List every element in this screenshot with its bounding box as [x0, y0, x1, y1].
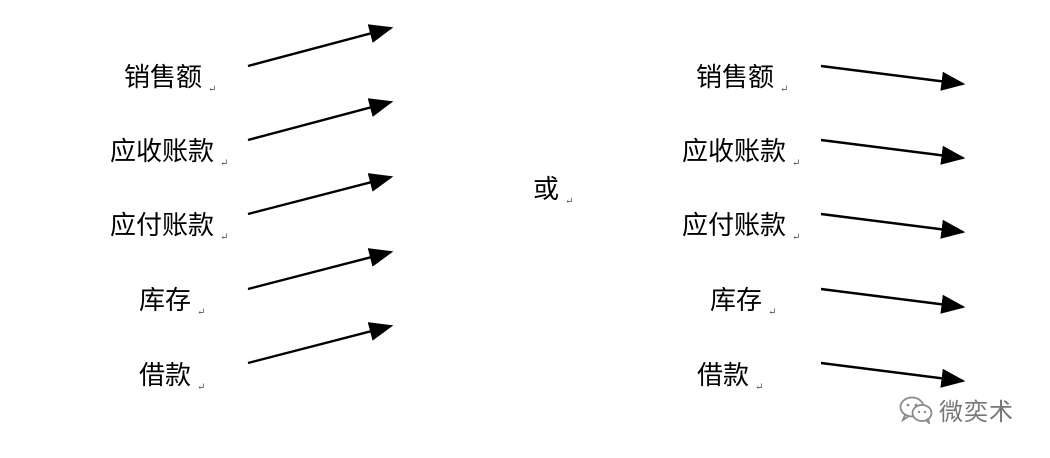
- middle-or-text: 或↵: [533, 175, 574, 207]
- left-arrow-up-4: [247, 248, 394, 291]
- paragraph-mark: ↵: [220, 158, 229, 169]
- right-arrow-down-4: [820, 287, 966, 314]
- paragraph-mark: ↵: [197, 307, 206, 318]
- paragraph-mark: ↵: [755, 382, 764, 393]
- watermark: 微奕术: [899, 392, 1014, 427]
- right-label-receivables: 应收账款↵: [682, 137, 801, 169]
- right-label-loans: 借款↵: [697, 361, 764, 393]
- left-arrow-up-3: [247, 173, 394, 216]
- paragraph-mark: ↵: [792, 232, 801, 243]
- left-label-receivables: 应收账款↵: [110, 137, 229, 169]
- left-label-payables: 应付账款↵: [110, 211, 229, 243]
- paragraph-mark: ↵: [768, 307, 777, 318]
- paragraph-mark: ↵: [565, 196, 574, 207]
- right-arrow-down-5: [820, 361, 966, 388]
- right-label-sales: 销售额↵: [696, 63, 789, 95]
- wechat-icon: [899, 396, 933, 424]
- left-arrow-up-2: [247, 98, 394, 142]
- right-arrow-down-1: [820, 64, 966, 91]
- left-arrow-up-1: [247, 24, 394, 68]
- paragraph-mark: ↵: [208, 84, 217, 95]
- left-label-loans: 借款↵: [139, 361, 206, 393]
- paragraph-mark: ↵: [220, 232, 229, 243]
- paragraph-mark: ↵: [780, 84, 789, 95]
- right-arrow-down-2: [820, 138, 966, 165]
- right-label-inventory: 库存↵: [710, 286, 777, 318]
- left-arrow-up-5: [247, 322, 394, 365]
- left-label-sales: 销售额↵: [124, 63, 217, 95]
- paragraph-mark: ↵: [792, 158, 801, 169]
- left-label-inventory: 库存↵: [139, 286, 206, 318]
- right-arrow-down-3: [820, 212, 966, 239]
- watermark-text: 微奕术: [939, 398, 1014, 426]
- right-label-payables: 应付账款↵: [682, 211, 801, 243]
- paragraph-mark: ↵: [197, 382, 206, 393]
